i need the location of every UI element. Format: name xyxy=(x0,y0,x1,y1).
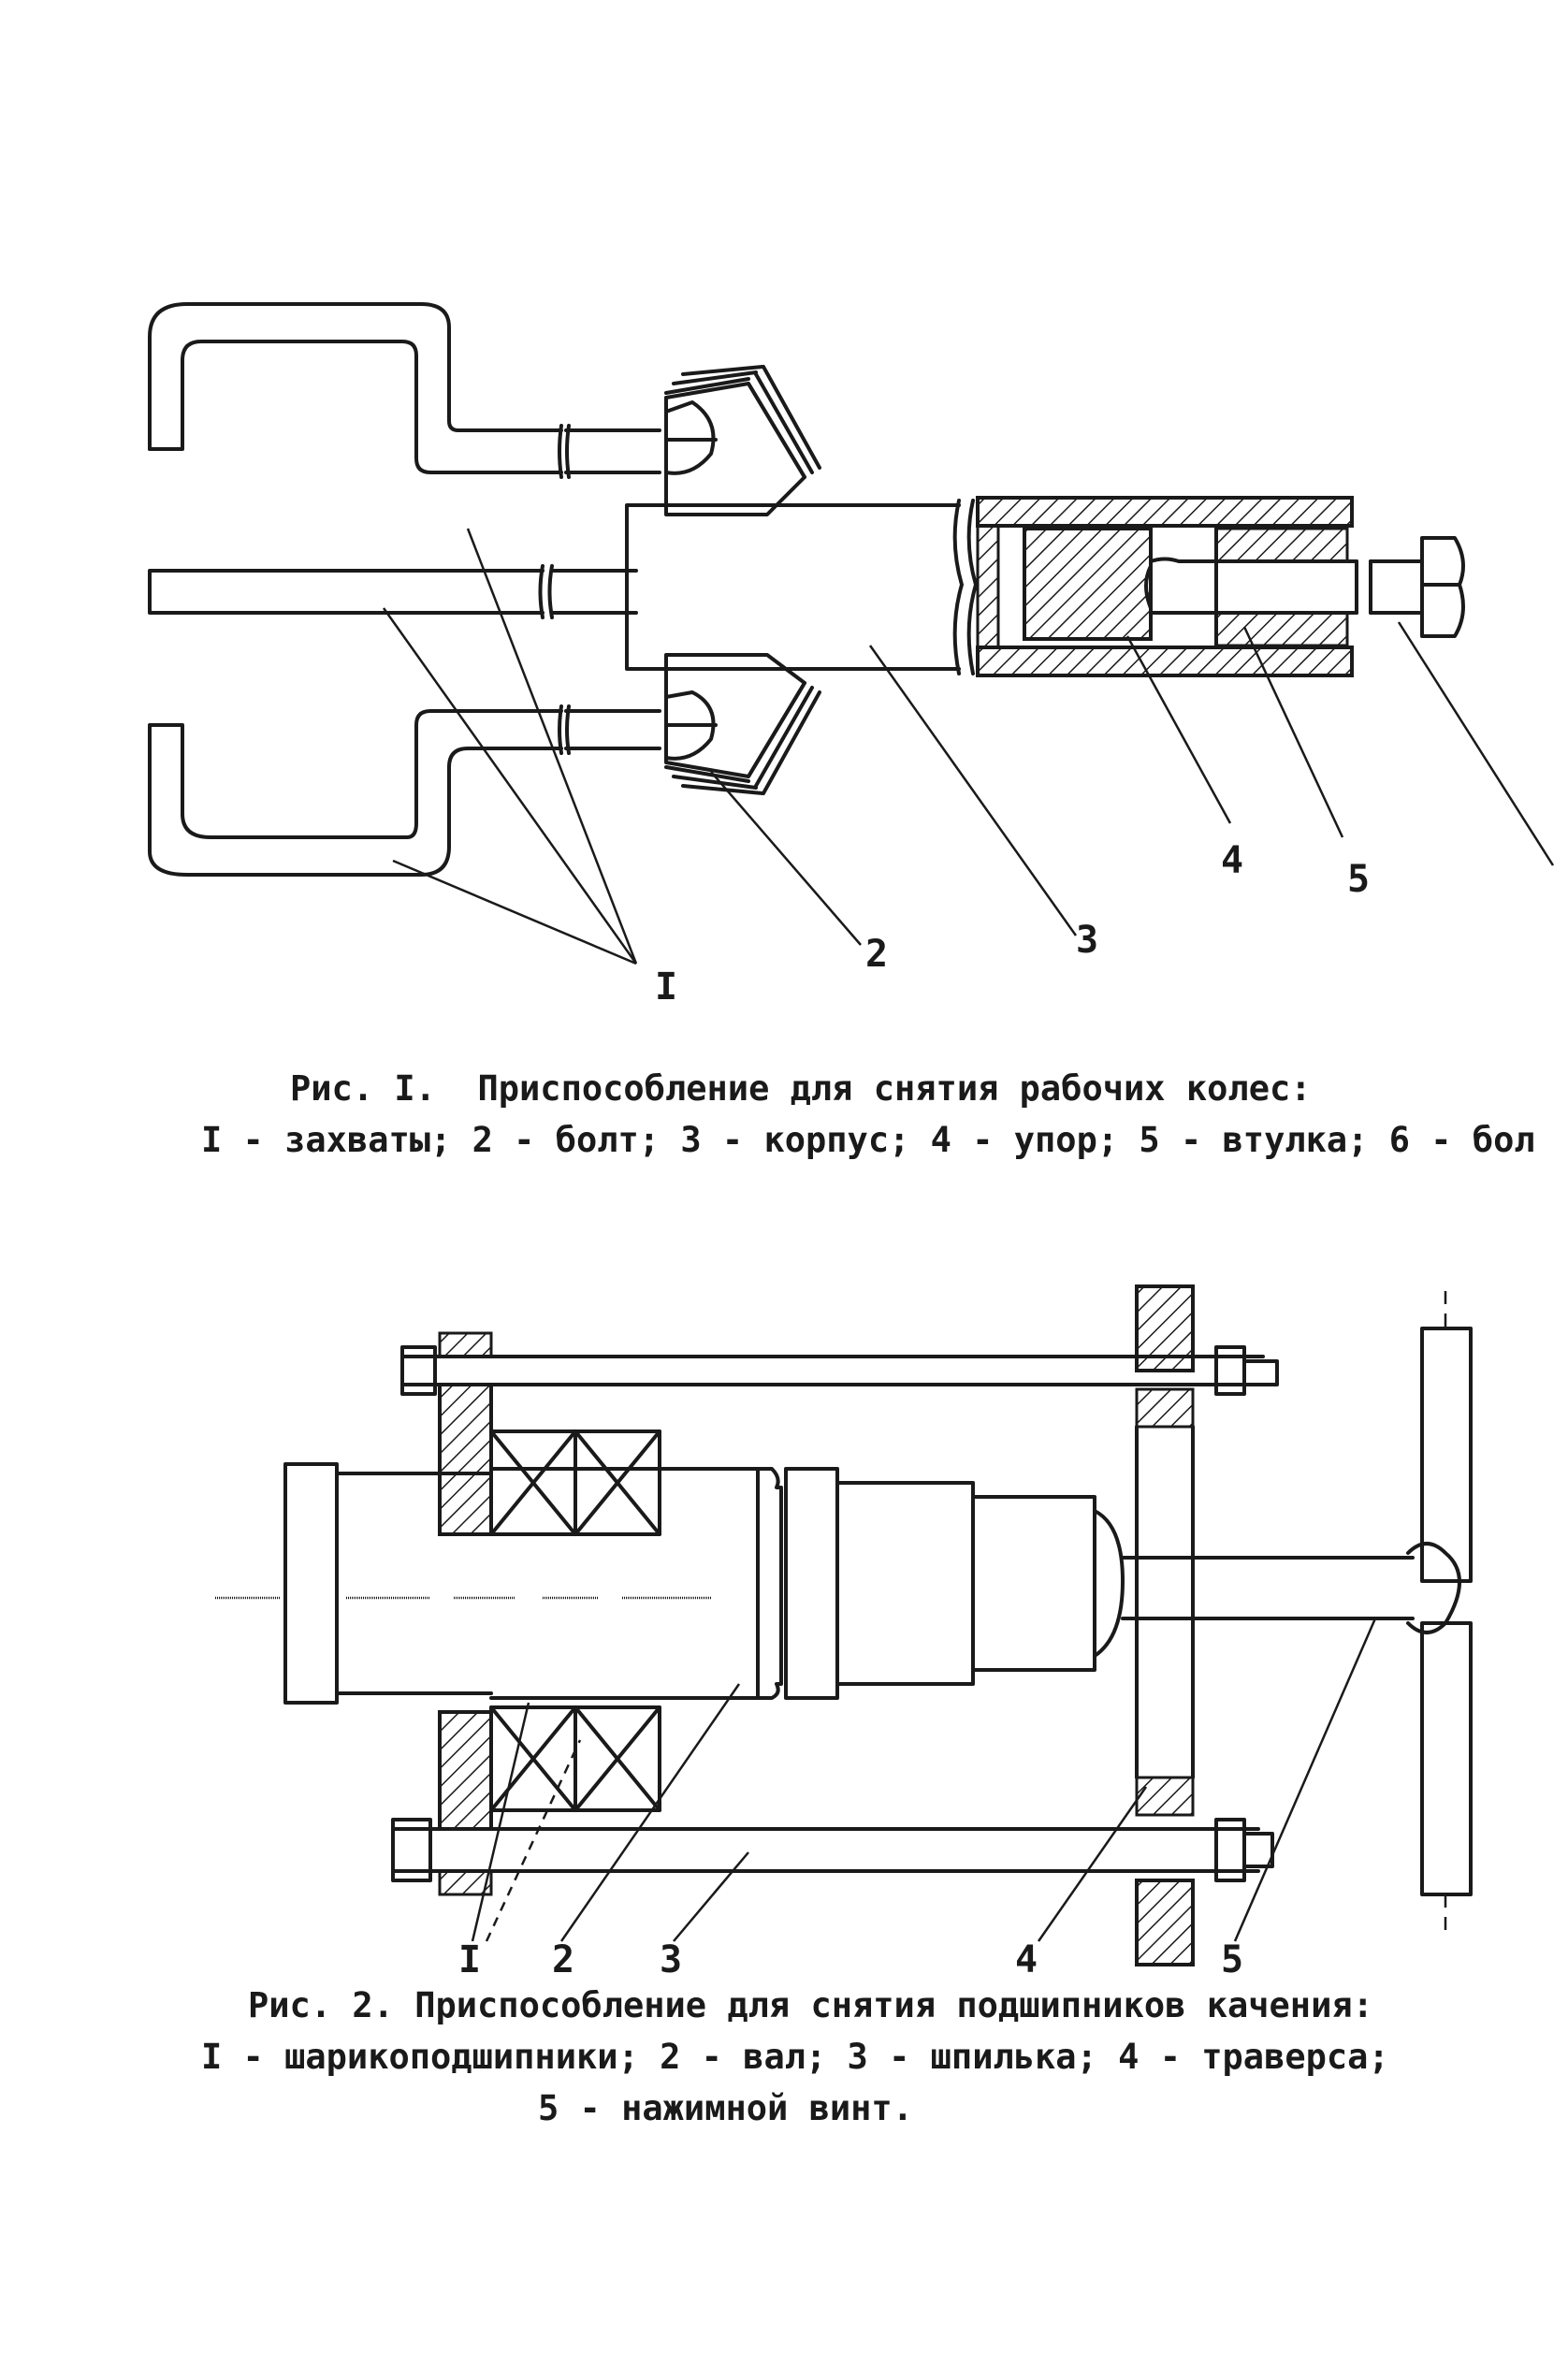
figure-2-caption-legend: I - шарикоподшипники; 2 - вал; 3 - шпиль… xyxy=(201,2037,1389,2077)
bearing-puller-drawing xyxy=(215,1284,1473,1966)
label-3: 3 xyxy=(660,1938,683,1981)
center-rod xyxy=(148,569,544,615)
label-5: 5 xyxy=(1221,1938,1244,1981)
sleeve-lower xyxy=(1214,611,1349,647)
bottom-stud xyxy=(391,1827,1260,1873)
sleeve-upper xyxy=(1214,527,1349,563)
lower-gripper xyxy=(148,747,563,877)
label-4: 4 xyxy=(1015,1938,1038,1981)
label-1: I xyxy=(458,1938,482,1981)
screw-handle-top xyxy=(1420,1327,1473,1583)
figure-1-caption-title: Рис. I. Приспособление для снятия рабочи… xyxy=(290,1068,1312,1109)
figure-2-caption-legend-cont: 5 - нажимной винт. xyxy=(538,2088,913,2128)
top-stud xyxy=(400,1355,1265,1386)
figure-2: I 2 3 4 5 xyxy=(0,1244,1568,2049)
screw-rod xyxy=(1144,557,1358,615)
figure-1-caption-legend: I - захваты; 2 - болт; 3 - корпус; 4 - у… xyxy=(201,1120,1535,1160)
stop-block xyxy=(1023,527,1153,641)
figure-1: I 2 3 4 5 xyxy=(0,0,1568,1038)
traverse xyxy=(1135,1425,1195,1779)
label-1: I xyxy=(655,965,678,1009)
upper-gripper xyxy=(148,302,563,451)
upper-clamp xyxy=(664,382,806,516)
left-plate-top xyxy=(438,1383,493,1536)
housing xyxy=(625,503,961,671)
traverse-bottom xyxy=(1135,1879,1195,1966)
label-2: 2 xyxy=(552,1938,575,1981)
hex-bolt xyxy=(1369,559,1424,615)
label-5: 5 xyxy=(1347,858,1371,901)
shaft-flange xyxy=(283,1462,339,1705)
label-3: 3 xyxy=(1076,919,1099,962)
shaft xyxy=(335,1467,760,1700)
label-4: 4 xyxy=(1221,839,1244,882)
label-2: 2 xyxy=(865,933,889,976)
wheel-puller-drawing xyxy=(148,302,1555,965)
figure-2-caption-title: Рис. 2. Приспособление для снятия подшип… xyxy=(248,1985,1373,2025)
pressure-screw xyxy=(1121,1556,1415,1620)
screw-handle-bottom xyxy=(1420,1621,1473,1896)
left-plate-bottom xyxy=(438,1710,493,1831)
traverse-top xyxy=(1135,1284,1195,1372)
